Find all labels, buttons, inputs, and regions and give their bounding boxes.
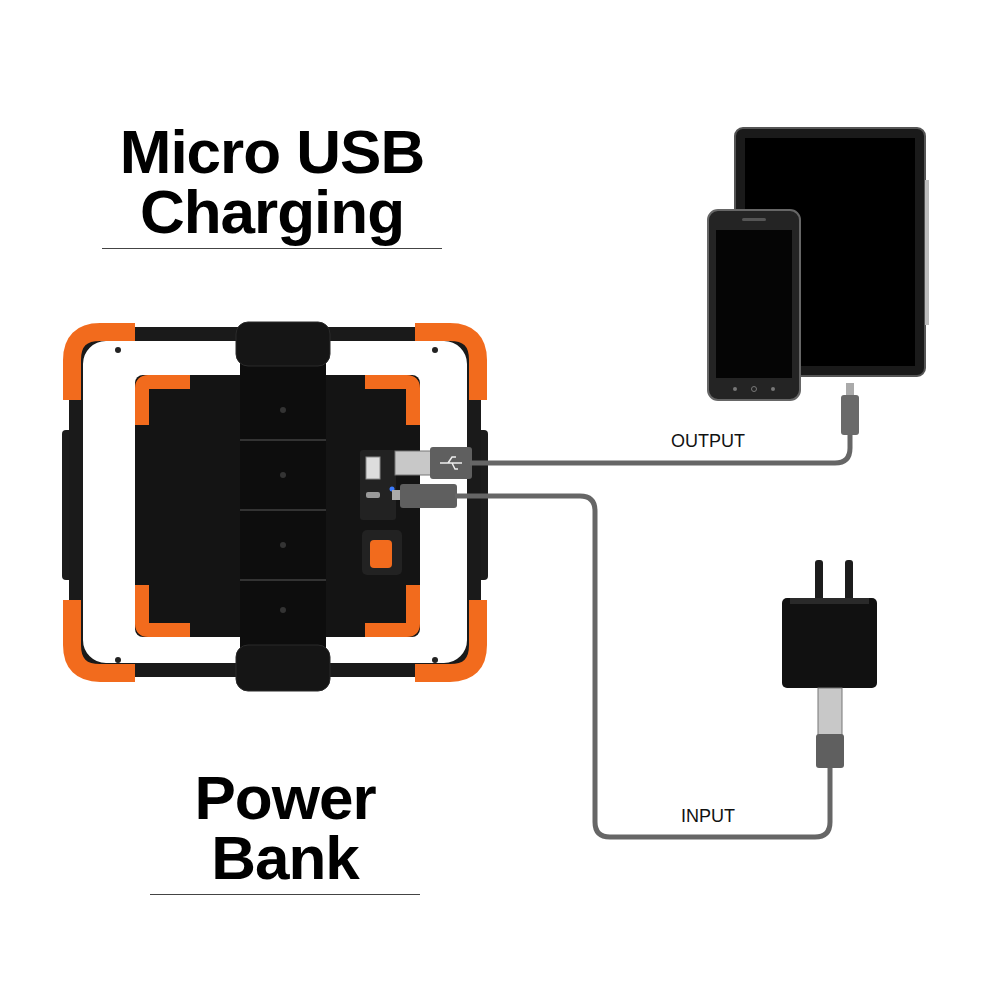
cable-label: OUTPUT <box>668 431 748 452</box>
wall-charger <box>782 560 877 768</box>
diagram-title: Micro USB Charging <box>102 122 442 249</box>
smartphone <box>708 210 800 400</box>
work-light-frame <box>62 332 488 673</box>
diagram-caption: Power Bank <box>150 768 420 895</box>
hinge-cylinder <box>236 322 330 691</box>
phone-micro-plug <box>841 383 859 435</box>
micro-usb-plug <box>392 484 457 508</box>
output-cable <box>470 432 850 463</box>
input-cable <box>455 496 830 837</box>
cable-label: INPUT <box>678 806 738 827</box>
usb-a-plug <box>395 447 472 479</box>
